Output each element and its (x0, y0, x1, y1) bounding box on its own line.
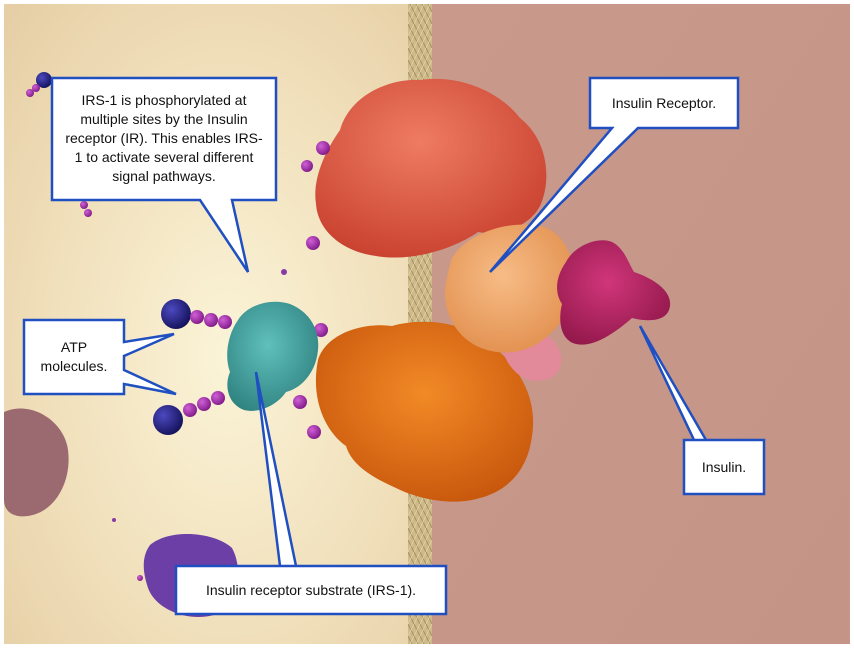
phosphate-bead (306, 236, 320, 250)
phosphate-bead (316, 141, 330, 155)
phosphate-dot (137, 575, 143, 581)
phosphate-bead (301, 160, 313, 172)
phosphate-bead (293, 395, 307, 409)
phosphate-dot (112, 518, 116, 522)
callout-irs1-label-text: Insulin receptor substrate (IRS-1). (180, 570, 442, 610)
callout-atp-text: ATP molecules. (28, 324, 120, 390)
callout-irs1-phosphorylation-text: IRS-1 is phosphorylated at multiple site… (56, 82, 272, 194)
phosphate-bead (307, 425, 321, 439)
phosphate-dot (281, 269, 287, 275)
callout-insulin-text: Insulin. (688, 444, 760, 490)
callout-insulin-receptor-text: Insulin Receptor. (594, 82, 734, 124)
